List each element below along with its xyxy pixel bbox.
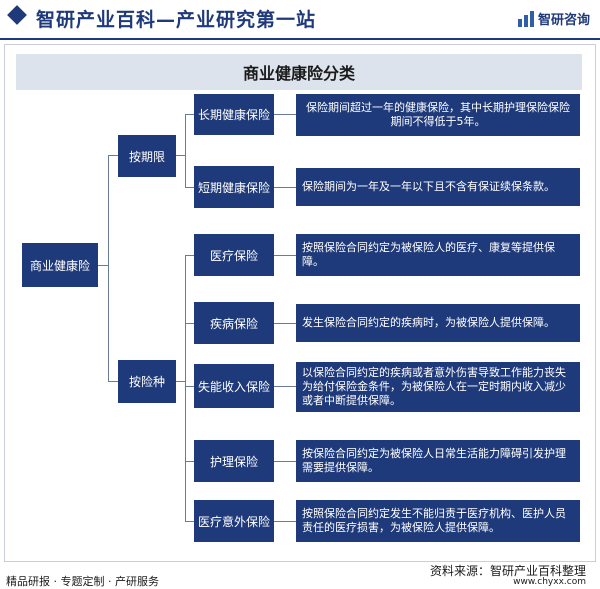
logo-mark-icon [517, 10, 534, 27]
footer-slogan: 精品研报 · 专题定制 · 产研服务 [6, 575, 159, 588]
connector [274, 255, 296, 256]
header-divider [0, 38, 600, 40]
connector [185, 114, 186, 187]
connector [274, 187, 296, 188]
connector [185, 255, 186, 521]
description-box: 按保险合同约定为被保险人日常生活能力障碍引发护理需要提供保障。 [296, 440, 580, 482]
connector [176, 155, 185, 156]
description-box: 按照保险合同约定为被保险人的医疗、康复等提供保障。 [296, 234, 580, 276]
connector [108, 155, 109, 381]
connector [176, 381, 185, 382]
brand-logo: 智研咨询 [517, 9, 590, 28]
category-node: 失能收入保险 [194, 364, 274, 408]
connector [185, 323, 194, 324]
logo-text: 智研咨询 [537, 13, 590, 28]
root-node: 商业健康险 [22, 243, 98, 287]
header-title: 智研产业百科—产业研究第一站 [36, 9, 317, 31]
group-node-term: 按期限 [118, 135, 176, 177]
connector [185, 461, 194, 462]
connector [98, 265, 108, 266]
connector [108, 155, 118, 156]
connector [185, 521, 194, 522]
connector [185, 187, 194, 188]
diagram-title: 商业健康险分类 [16, 54, 582, 90]
category-node: 长期健康保险 [194, 94, 274, 135]
group-node-type: 按险种 [118, 360, 176, 403]
description-box: 保险期间超过一年的健康保险，其中长期护理保险保险期间不得低于5年。 [296, 94, 580, 136]
source-url: www.chyxx.com [513, 577, 586, 587]
connector [274, 114, 296, 115]
connector [185, 114, 194, 115]
category-node: 医疗意外保险 [194, 500, 274, 542]
category-node: 护理保险 [194, 440, 274, 482]
connector [185, 255, 194, 256]
category-node: 医疗保险 [194, 234, 274, 276]
description-box: 保险期间为一年及一年以下且不含有保证续保条款。 [296, 168, 580, 206]
connector [274, 461, 296, 462]
description-box: 以保险合同约定的疾病或者意外伤害导致工作能力丧失为给付保险金条件，为被保险人在一… [296, 362, 580, 412]
source-note: 资料来源：智研产业百科整理 [429, 564, 586, 578]
diamond-icon [7, 5, 27, 25]
connector [185, 386, 194, 387]
connector [274, 386, 296, 387]
description-box: 按照保险合同约定发生不能归责于医疗机构、医护人员责任的医疗损害，为被保险人提供保… [296, 500, 580, 542]
connector [108, 381, 118, 382]
connector [274, 521, 296, 522]
connector [274, 323, 296, 324]
page-header: 智研产业百科—产业研究第一站 智研咨询 [0, 0, 600, 40]
category-node: 疾病保险 [194, 302, 274, 344]
category-node: 短期健康保险 [194, 166, 274, 208]
description-box: 发生保险合同约定的疾病时，为被保险人提供保障。 [296, 304, 580, 342]
